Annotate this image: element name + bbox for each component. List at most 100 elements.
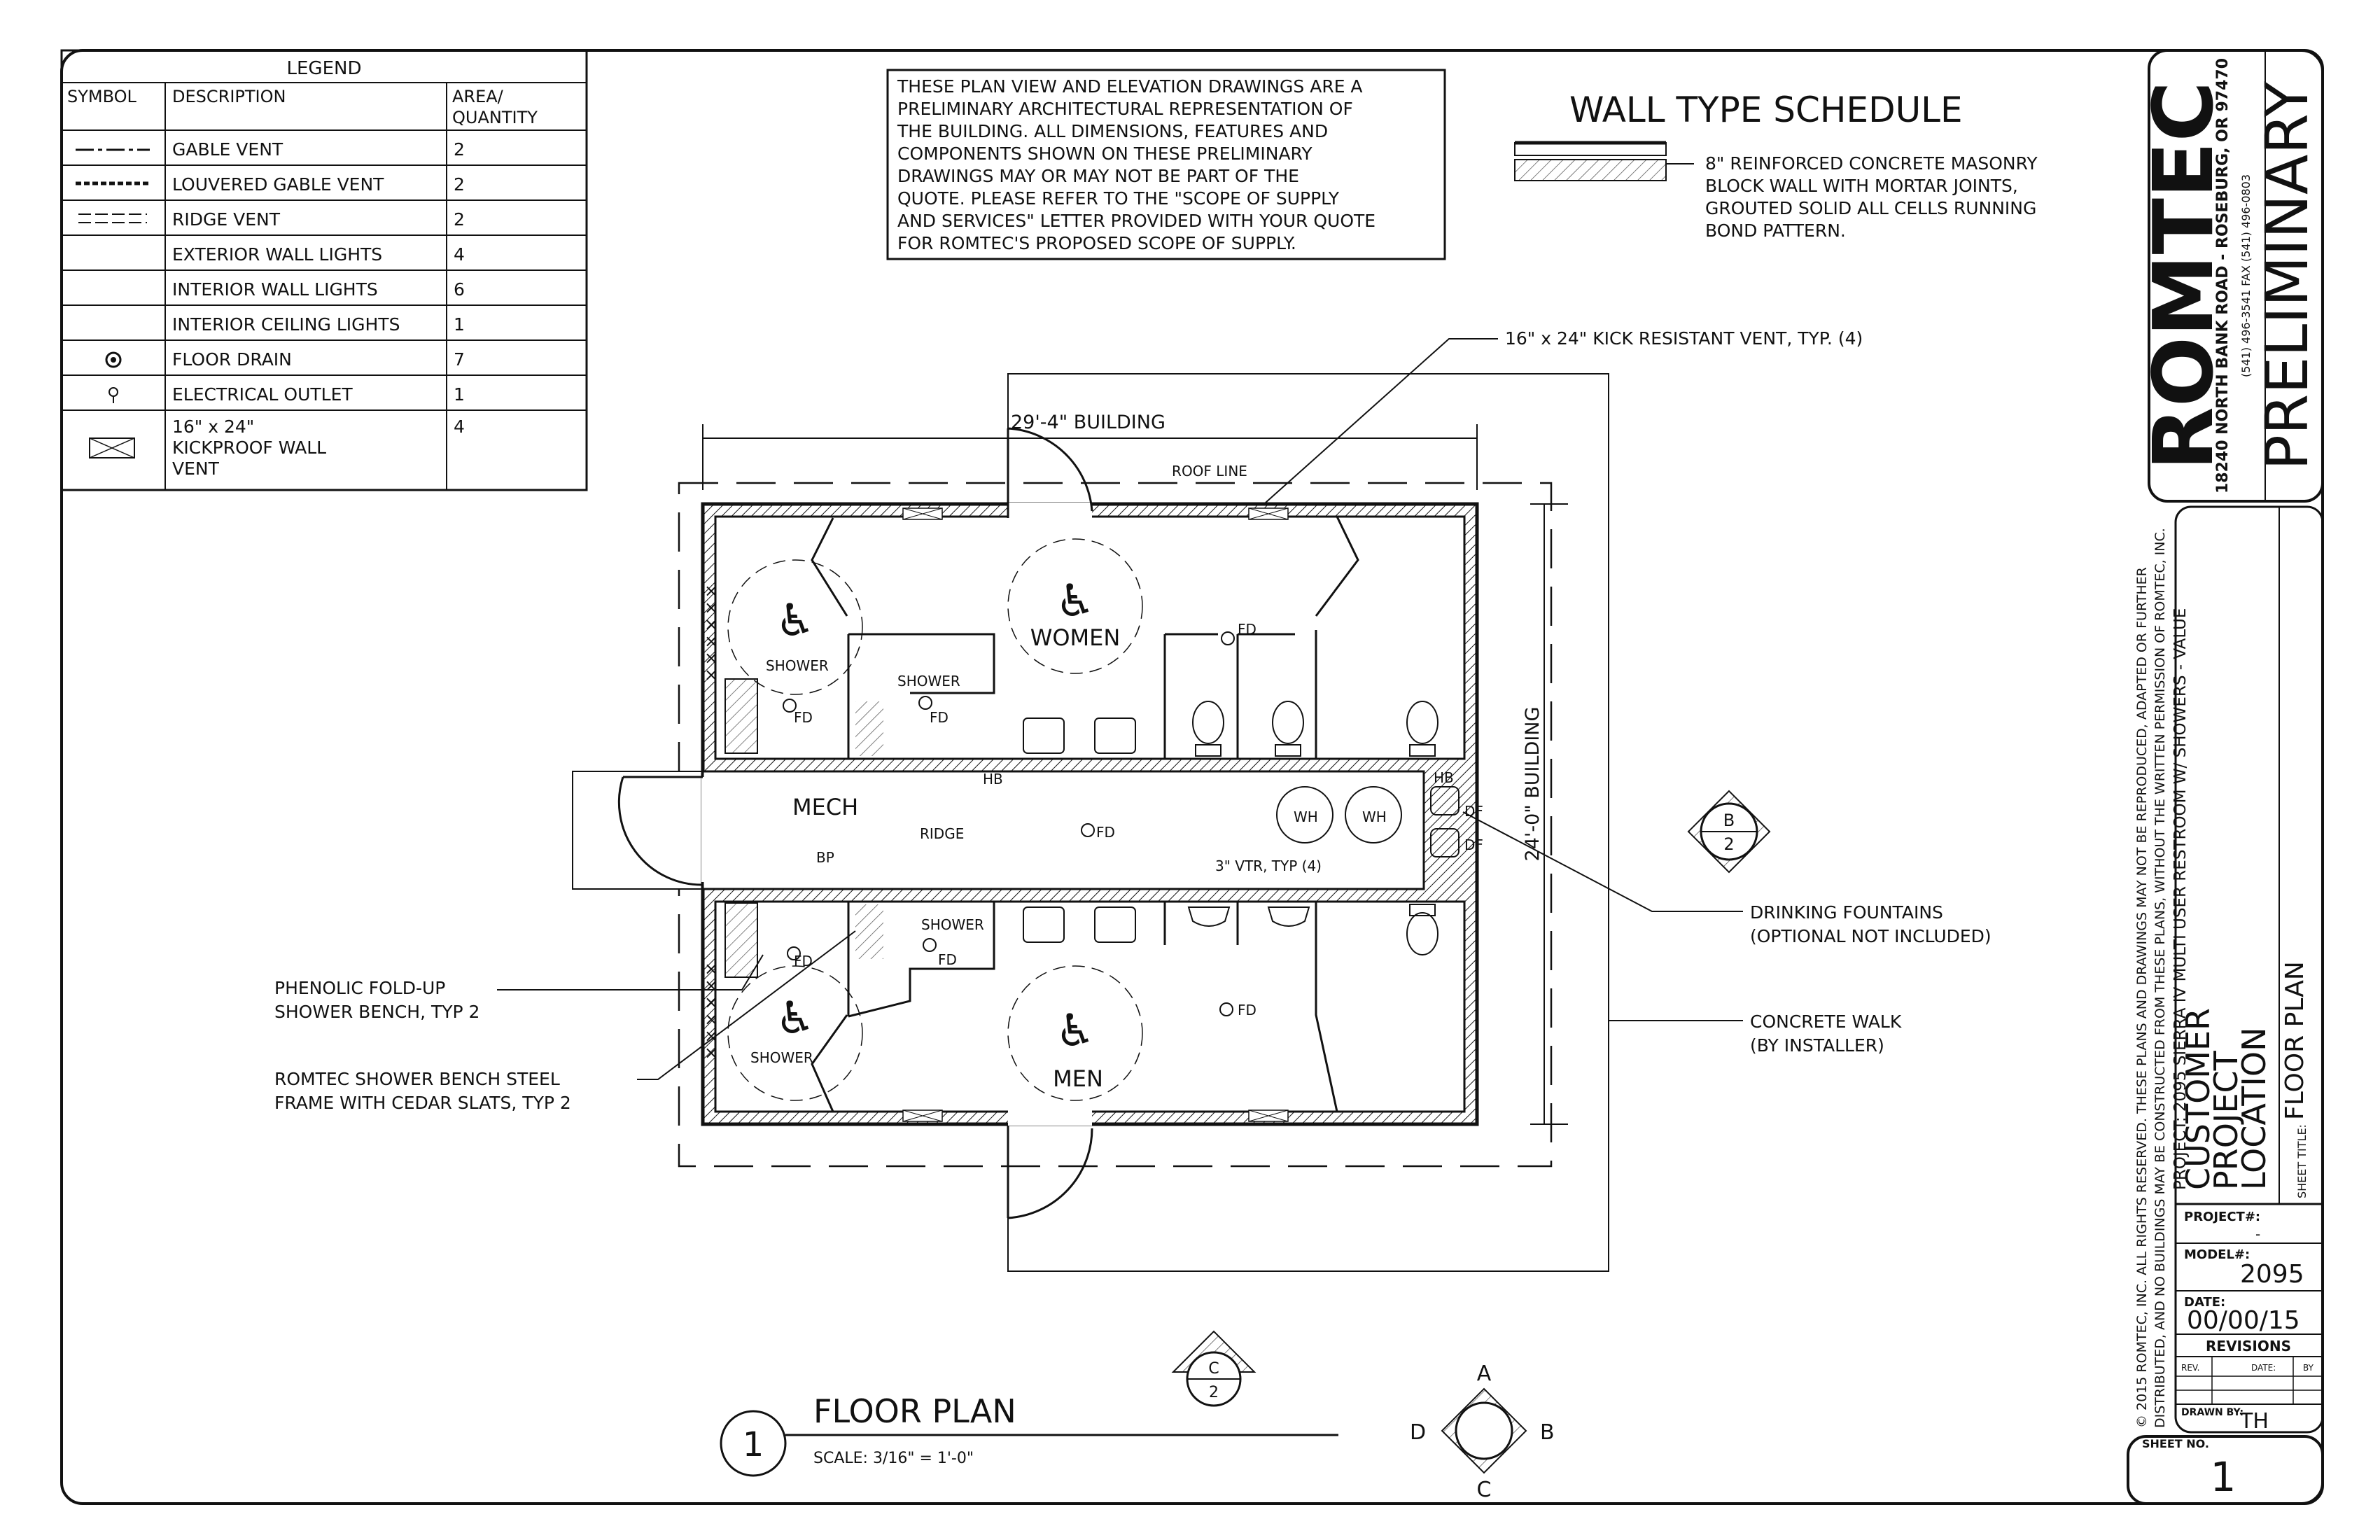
hb-label: HB bbox=[1434, 769, 1454, 786]
legend-row-desc: INTERIOR WALL LIGHTS bbox=[172, 279, 378, 300]
wall-vent-bottom-left bbox=[902, 1110, 943, 1122]
wall-vent-top-right bbox=[1248, 507, 1289, 520]
walk-note: (BY INSTALLER) bbox=[1750, 1035, 1884, 1056]
bench-callout-leader bbox=[497, 954, 764, 990]
fd-label: FD bbox=[1238, 621, 1256, 638]
legend-row-desc: KICKPROOF WALL bbox=[172, 438, 326, 458]
svg-text:×: × bbox=[704, 1009, 718, 1029]
drawn-by-label: DRAWN BY: bbox=[2181, 1407, 2244, 1418]
svg-text:2: 2 bbox=[1209, 1384, 1219, 1401]
vent-callout-leader bbox=[1265, 338, 1498, 503]
fd-label: FD bbox=[1238, 1002, 1256, 1018]
sheet-no-label: SHEET NO. bbox=[2142, 1437, 2209, 1450]
turning-circle bbox=[1007, 538, 1143, 674]
drawing-title-text: FLOOR PLAN bbox=[813, 1392, 1016, 1430]
svg-text:THESE PLAN VIEW AND ELEVATION: THESE PLAN VIEW AND ELEVATION DRAWINGS A… bbox=[897, 76, 1363, 97]
svg-text:×: × bbox=[704, 1026, 718, 1046]
project-no-label: PROJECT#: bbox=[2184, 1210, 2260, 1224]
legend-col-quantity: QUANTITY bbox=[452, 108, 538, 127]
legend-row-desc: ELECTRICAL OUTLET bbox=[172, 384, 353, 405]
legend-row-qty: 4 bbox=[454, 244, 465, 265]
wall-schedule-title: WALL TYPE SCHEDULE bbox=[1569, 90, 1963, 130]
fountain-note: DRINKING FOUNTAINS bbox=[1750, 902, 1943, 923]
wall-vent-bottom-right bbox=[1248, 1110, 1289, 1122]
svg-text:×: × bbox=[704, 648, 718, 668]
dim-width-label: 29'-4" BUILDING bbox=[1011, 412, 1166, 433]
men-label: MEN bbox=[1053, 1065, 1103, 1092]
project-line: PROJECT: 2095 SIERRA IV MULTI USER RESTR… bbox=[2171, 608, 2190, 1190]
legend-row-qty: 2 bbox=[454, 139, 465, 160]
company-address: 18240 NORTH BANK ROAD - ROSEBURG, OR 974… bbox=[2214, 58, 2232, 493]
svg-text:♿: ♿ bbox=[775, 595, 815, 647]
women-stall-partitions bbox=[1163, 630, 1317, 759]
accessible-icon: ♿ bbox=[775, 595, 815, 647]
legend-row-qty: 1 bbox=[454, 314, 465, 335]
mech-label: MECH bbox=[792, 794, 858, 820]
svg-text:GROUTED SOLID ALL CELLS RUNNIN: GROUTED SOLID ALL CELLS RUNNING bbox=[1705, 198, 2036, 218]
elevation-marker-b: B 2 bbox=[1687, 790, 1771, 874]
legend-row-desc: INTERIOR CEILING LIGHTS bbox=[172, 314, 400, 335]
water-heater bbox=[1276, 786, 1402, 844]
legend-table: LEGEND SYMBOL DESCRIPTION AREA/ QUANTITY… bbox=[60, 49, 588, 491]
frame-note: FRAME WITH CEDAR SLATS, TYP 2 bbox=[274, 1093, 571, 1113]
floor-drain-symbol bbox=[105, 351, 122, 368]
svg-text:×: × bbox=[704, 581, 718, 601]
svg-text:×: × bbox=[704, 665, 718, 685]
customer-label: CUSTOMER bbox=[2179, 1008, 2217, 1190]
legend-row-qty: 7 bbox=[454, 349, 465, 370]
compass-key: A B C D bbox=[1410, 1362, 1555, 1502]
turning-circle bbox=[727, 965, 863, 1101]
date-label: DATE: bbox=[2184, 1295, 2225, 1310]
svg-text:COMPONENTS SHOWN ON THESE PREL: COMPONENTS SHOWN ON THESE PRELIMINARY bbox=[897, 144, 1312, 164]
drawing-title: 1 FLOOR PLAN SCALE: 3/16" = 1'-0" C 2 A … bbox=[720, 1330, 1555, 1502]
frame-callout-leader bbox=[637, 930, 856, 1080]
model-value: 2095 bbox=[2240, 1260, 2304, 1289]
bp-label: BP bbox=[816, 849, 834, 866]
bench-note: SHOWER BENCH, TYP 2 bbox=[274, 1002, 479, 1022]
drinking-fountain bbox=[1430, 786, 1460, 858]
lavatory bbox=[1023, 718, 1136, 943]
turning-circle bbox=[1007, 965, 1143, 1101]
men-door-swing bbox=[1007, 1126, 1093, 1219]
fd-label: FD bbox=[1096, 824, 1115, 841]
accessible-icon: ♿ bbox=[1055, 575, 1095, 627]
turning-circle bbox=[727, 559, 863, 695]
legend-row-desc: GABLE VENT bbox=[172, 139, 284, 160]
women-door-swing bbox=[1007, 427, 1093, 518]
kickproof-vent-symbol bbox=[89, 438, 135, 458]
shower-hatch bbox=[855, 701, 883, 756]
shower-bench bbox=[724, 678, 758, 754]
wall-type-swatch bbox=[1514, 159, 1667, 181]
vtr-label: 3" VTR, TYP (4) bbox=[1215, 858, 1322, 874]
legend-title: LEGEND bbox=[287, 58, 362, 79]
vent-callout: 16" x 24" KICK RESISTANT VENT, TYP. (4) bbox=[1505, 328, 1863, 349]
svg-text:FOR ROMTEC'S PROPOSED SCOPE OF: FOR ROMTEC'S PROPOSED SCOPE OF SUPPLY. bbox=[897, 233, 1296, 253]
shower-label: SHOWER bbox=[897, 673, 960, 690]
revisions-label: REVISIONS bbox=[2206, 1338, 2291, 1354]
floor-drain-icon bbox=[783, 631, 1235, 1016]
shower-bench bbox=[724, 902, 758, 978]
fd-label: FD bbox=[930, 709, 948, 726]
fd-label: FD bbox=[794, 709, 813, 726]
exterior-wall-lights: ×××××× ×××××× bbox=[704, 581, 718, 1063]
svg-text:QUOTE. PLEASE REFER TO THE "SC: QUOTE. PLEASE REFER TO THE "SCOPE OF SUP… bbox=[897, 188, 1340, 209]
roof-line-label: ROOF LINE bbox=[1172, 463, 1247, 479]
legend-col-area: AREA/ bbox=[452, 87, 504, 106]
electrical-outlet-symbol bbox=[108, 387, 118, 403]
women-entry-wall-left bbox=[811, 517, 848, 617]
svg-text:AND SERVICES" LETTER PROVIDED: AND SERVICES" LETTER PROVIDED WITH YOUR … bbox=[897, 211, 1376, 231]
accessible-icon: ♿ bbox=[775, 993, 815, 1044]
ridge-vent-symbol bbox=[78, 214, 147, 223]
project-no: - bbox=[2255, 1226, 2260, 1242]
dim-depth-label: 24'-0" BUILDING bbox=[1522, 707, 1544, 862]
copyright-line: DISTRIBUTED, AND NO BUILDINGS MAY BE CON… bbox=[2152, 528, 2168, 1428]
fountain-note: (OPTIONAL NOT INCLUDED) bbox=[1750, 926, 1991, 946]
women-label: WOMEN bbox=[1030, 624, 1121, 651]
floor-plan: ♿ ♿ ♿ ♿ bbox=[274, 328, 1991, 1272]
drawing-number: 1 bbox=[743, 1425, 764, 1464]
svg-text:C: C bbox=[1208, 1360, 1219, 1378]
svg-text:DRAWINGS MAY OR MAY NOT BE PAR: DRAWINGS MAY OR MAY NOT BE PART OF THE bbox=[897, 166, 1299, 186]
preliminary-stamp: PRELIMINARY bbox=[2253, 81, 2321, 470]
compass-a: A bbox=[1477, 1362, 1492, 1386]
legend-row-qty: 1 bbox=[454, 384, 465, 405]
